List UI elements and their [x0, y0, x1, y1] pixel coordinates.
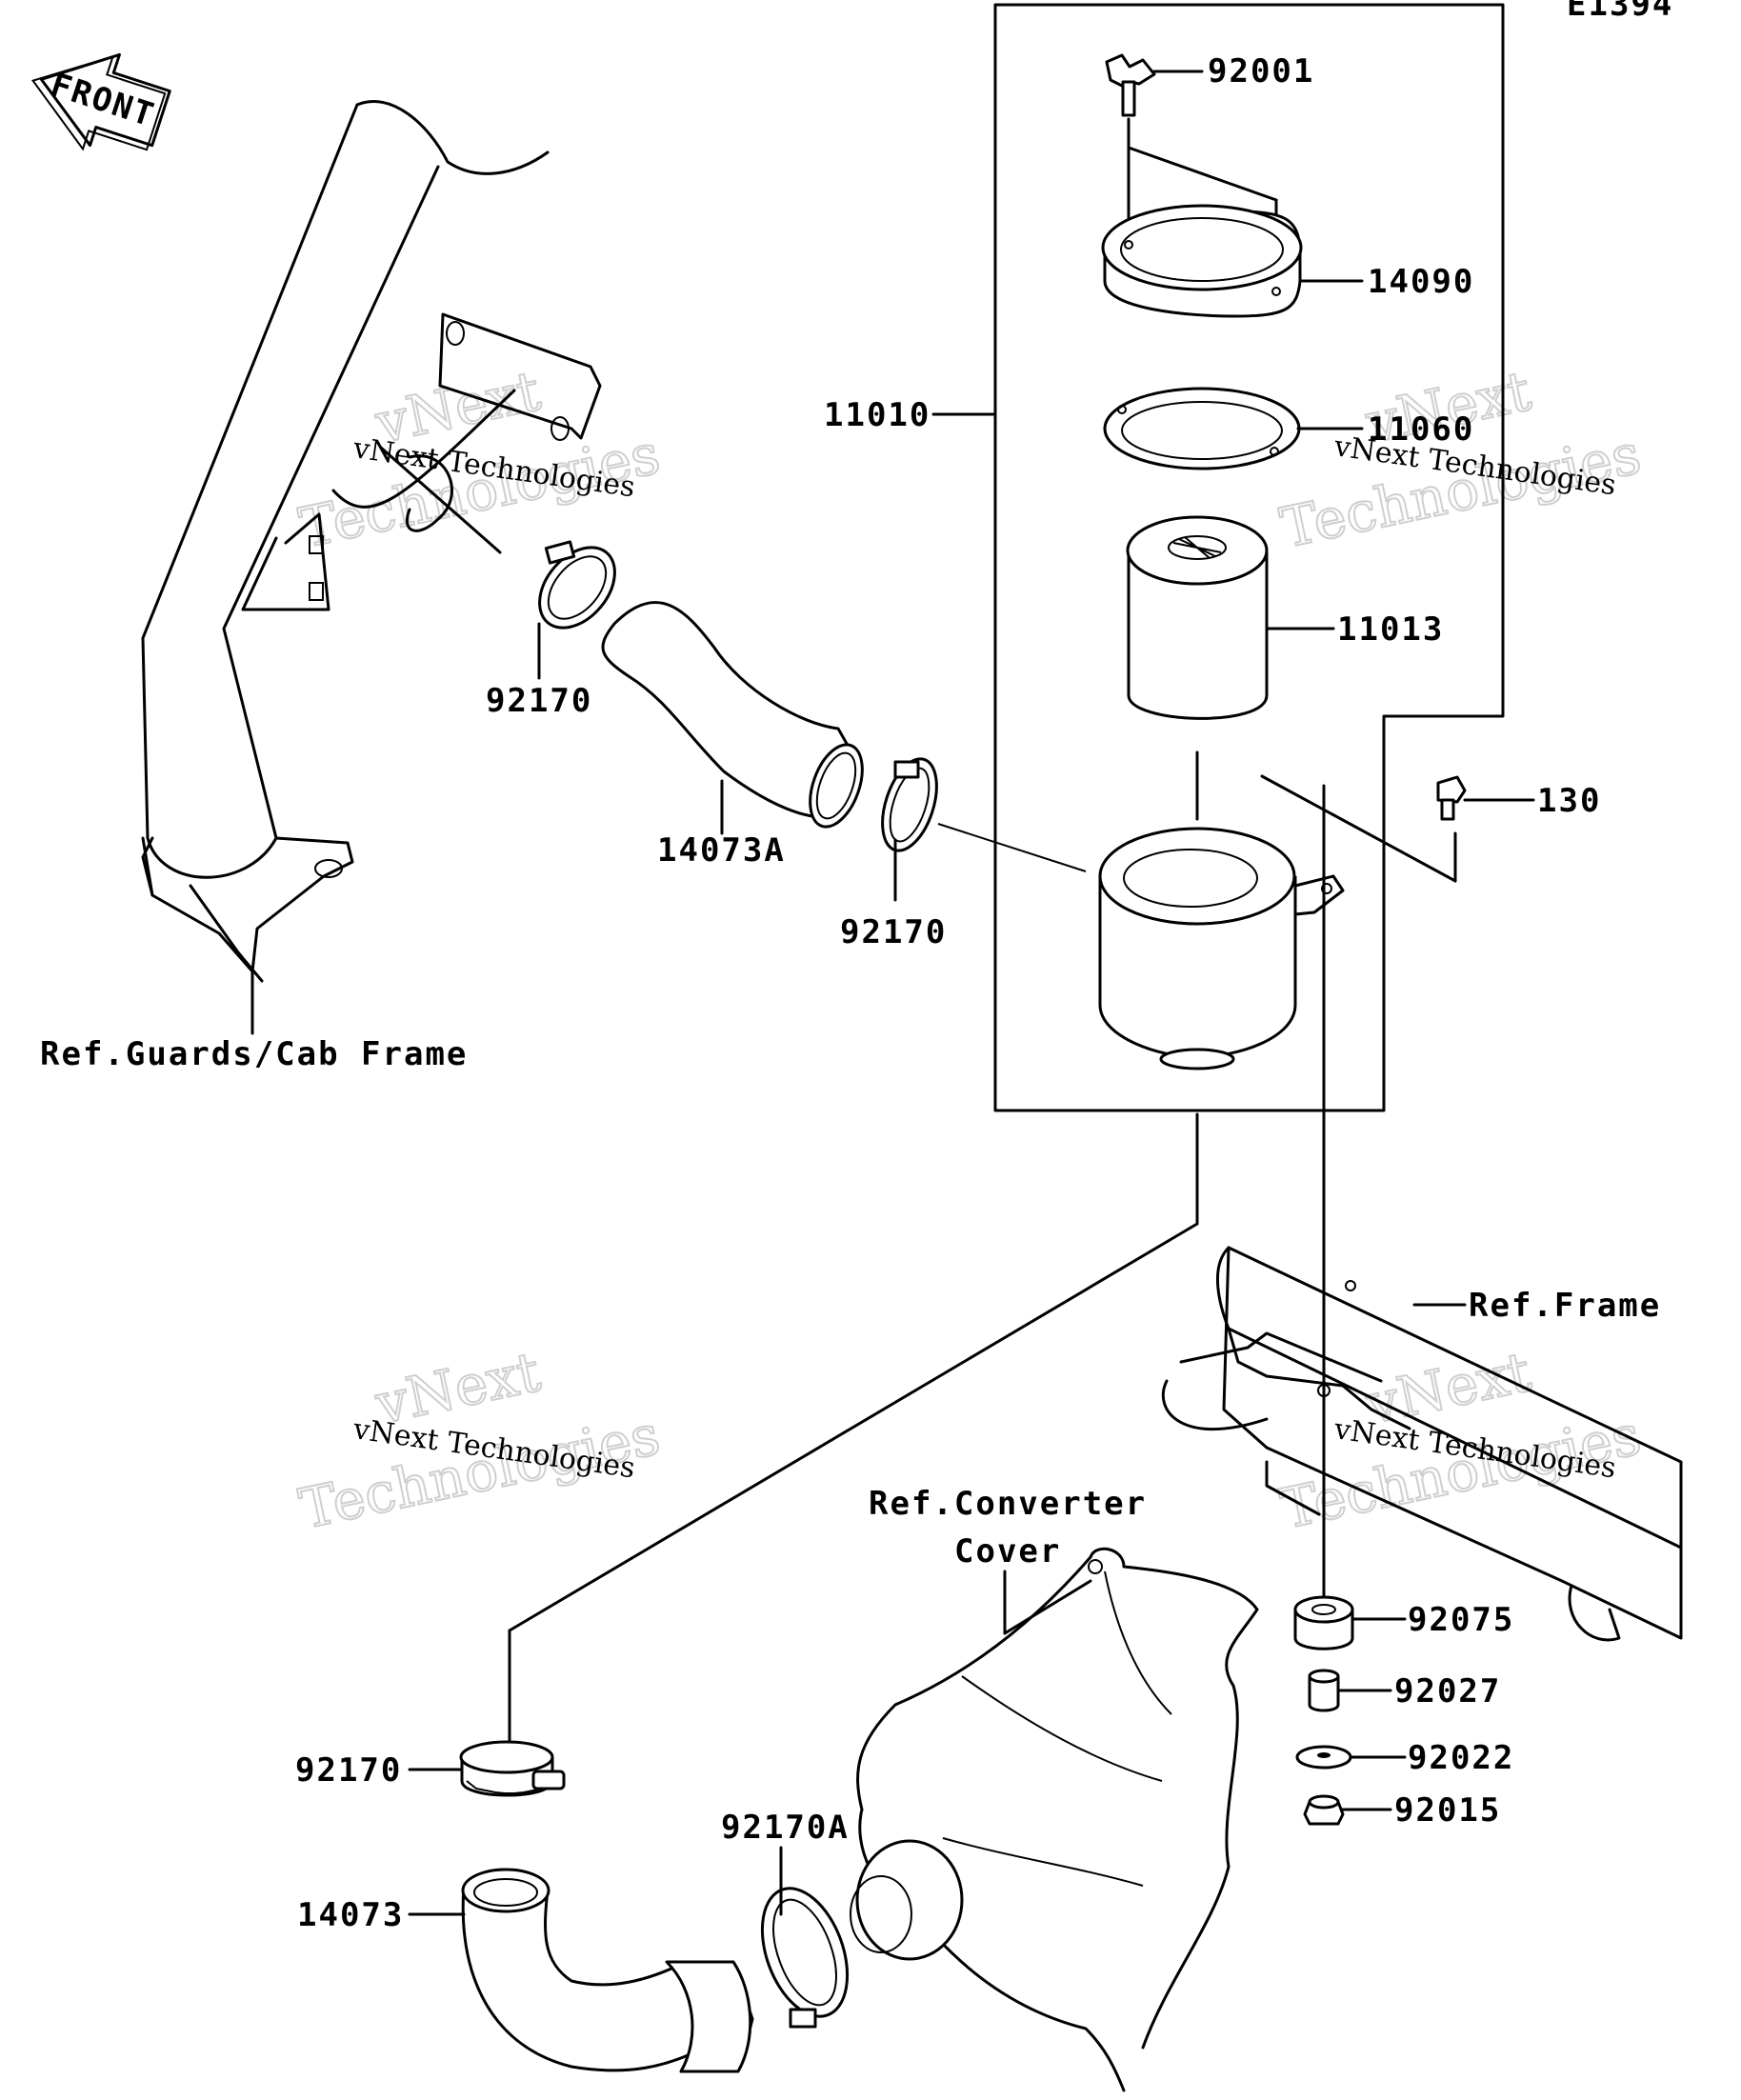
- watermark-bottom-left: vNext Technologies vNext Technologies: [293, 1338, 667, 1543]
- label-11013: 11013: [1337, 610, 1444, 649]
- label-92170A: 92170A: [721, 1809, 850, 1847]
- label-92170-c: 92170: [295, 1751, 402, 1790]
- label-ref-converter-2: Cover: [954, 1532, 1061, 1570]
- label-14090: 14090: [1368, 263, 1474, 301]
- watermark-top-left: vNext Technologies vNext Technologies: [293, 357, 667, 562]
- front-arrow-icon: FRONT: [30, 52, 171, 151]
- label-ref-frame: Ref.Frame: [1469, 1287, 1661, 1325]
- hose-clamp-92170-lower: [408, 1740, 566, 1797]
- guards-cab-frame: [141, 99, 602, 1035]
- nut-92015: [1303, 1794, 1392, 1826]
- label-ref-converter-1: Ref.Converter: [869, 1485, 1147, 1523]
- filter-element-11013: [1126, 515, 1335, 821]
- label-92075: 92075: [1408, 1601, 1514, 1639]
- diagram-code: E1394: [1567, 0, 1673, 24]
- gasket-11060: [1103, 387, 1364, 470]
- label-11060: 11060: [1368, 410, 1474, 449]
- label-130: 130: [1537, 782, 1601, 820]
- label-92170-a: 92170: [486, 682, 592, 720]
- label-92170-b: 92170: [840, 913, 947, 951]
- hose-14073: [408, 1868, 754, 2073]
- bolt-130: [1260, 774, 1535, 883]
- hose-14073A: [601, 601, 864, 835]
- label-11010: 11010: [824, 396, 931, 434]
- label-92022: 92022: [1408, 1739, 1514, 1777]
- ref-frame: [1161, 784, 1683, 1642]
- bracket-11010: [993, 3, 1505, 1112]
- watermark-top-right: vNext Technologies vNext Technologies: [1274, 357, 1648, 562]
- collar-92027: [1308, 1669, 1392, 1712]
- hose-clamp-92170A: [760, 1846, 850, 2029]
- cover-ring-14090: [1101, 204, 1364, 318]
- air-cleaner-housing: [508, 827, 1345, 1759]
- label-14073: 14073: [297, 1896, 404, 1934]
- ref-converter-cover: [850, 1547, 1259, 2092]
- grommet-92075: [1293, 1595, 1407, 1650]
- label-92015: 92015: [1394, 1791, 1501, 1830]
- label-92027: 92027: [1394, 1672, 1501, 1710]
- hose-clamp-92170-middle: [881, 757, 1087, 902]
- label-ref-guards: Ref.Guards/Cab Frame: [40, 1035, 468, 1073]
- label-14073A: 14073A: [657, 831, 786, 870]
- label-92001: 92001: [1208, 52, 1314, 90]
- hose-clamp-92170-upper: [537, 540, 616, 680]
- washer-92022: [1295, 1745, 1407, 1770]
